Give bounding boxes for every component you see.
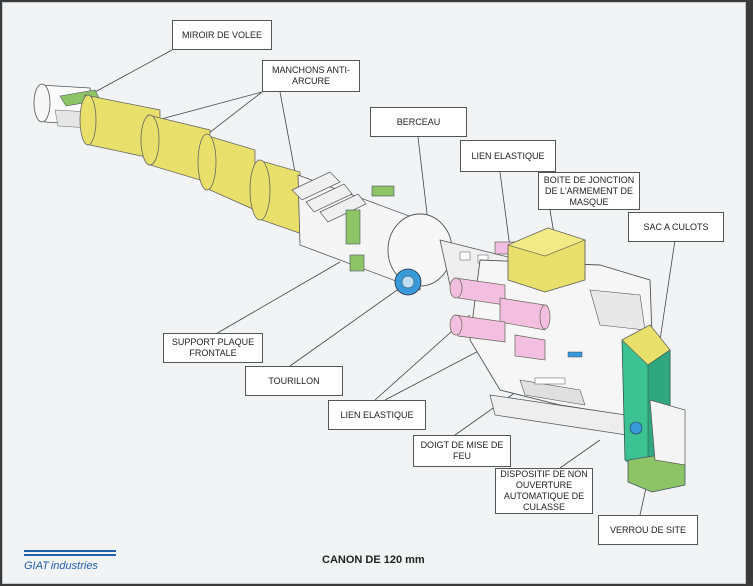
label-lien-elastique-top: LIEN ELASTIQUE [460, 140, 556, 172]
firing-pin-part [567, 351, 583, 358]
leader-berceau [417, 136, 429, 223]
label-lien-elastique-bottom: LIEN ELASTIQUE [328, 400, 426, 430]
label-miroir-de-volee: MIROIR DE VOLEE [172, 20, 272, 50]
leader-tourillon [289, 287, 401, 367]
label-manchons-anti-arcure: MANCHONS ANTI-ARCURE [262, 60, 360, 92]
breech-assembly [469, 259, 661, 441]
leader-manchons-3 [279, 91, 296, 173]
label-tourillon: TOURILLON [245, 366, 343, 396]
label-sac-a-culots: SAC A CULOTS [628, 212, 724, 242]
label-support-plaque-frontale: SUPPORT PLAQUE FRONTALE [163, 333, 263, 363]
label-verrou-de-site: VERROU DE SITE [598, 515, 698, 545]
leader-miroir [94, 49, 173, 93]
leader-sac [659, 239, 676, 341]
leader-manchons-1 [149, 91, 263, 123]
label-doigt-de-mise-de-feu: DOIGT DE MISE DE FEU [413, 435, 511, 467]
junction-box [507, 227, 586, 293]
logo-name: GIAT [24, 560, 49, 572]
leader-lien2-b [384, 344, 491, 401]
logo-stripes [24, 550, 116, 556]
logo-suffix: industries [50, 560, 98, 572]
elevation-lock [627, 399, 686, 493]
safety-device-part [534, 377, 566, 385]
leader-dispositif [559, 439, 601, 469]
label-berceau: BERCEAU [370, 107, 467, 137]
label-dispositif-non-ouverture: DISPOSITIF DE NON OUVERTURE AUTOMATIQUE … [495, 468, 593, 514]
label-boite-de-jonction: BOITE DE JONCTION DE L'ARMEMENT DE MASQU… [538, 172, 640, 210]
diagram-caption: CANON DE 120 mm [322, 554, 425, 566]
leader-lien1 [499, 171, 511, 249]
leader-support [213, 261, 341, 336]
thermal-sleeves [79, 94, 306, 236]
